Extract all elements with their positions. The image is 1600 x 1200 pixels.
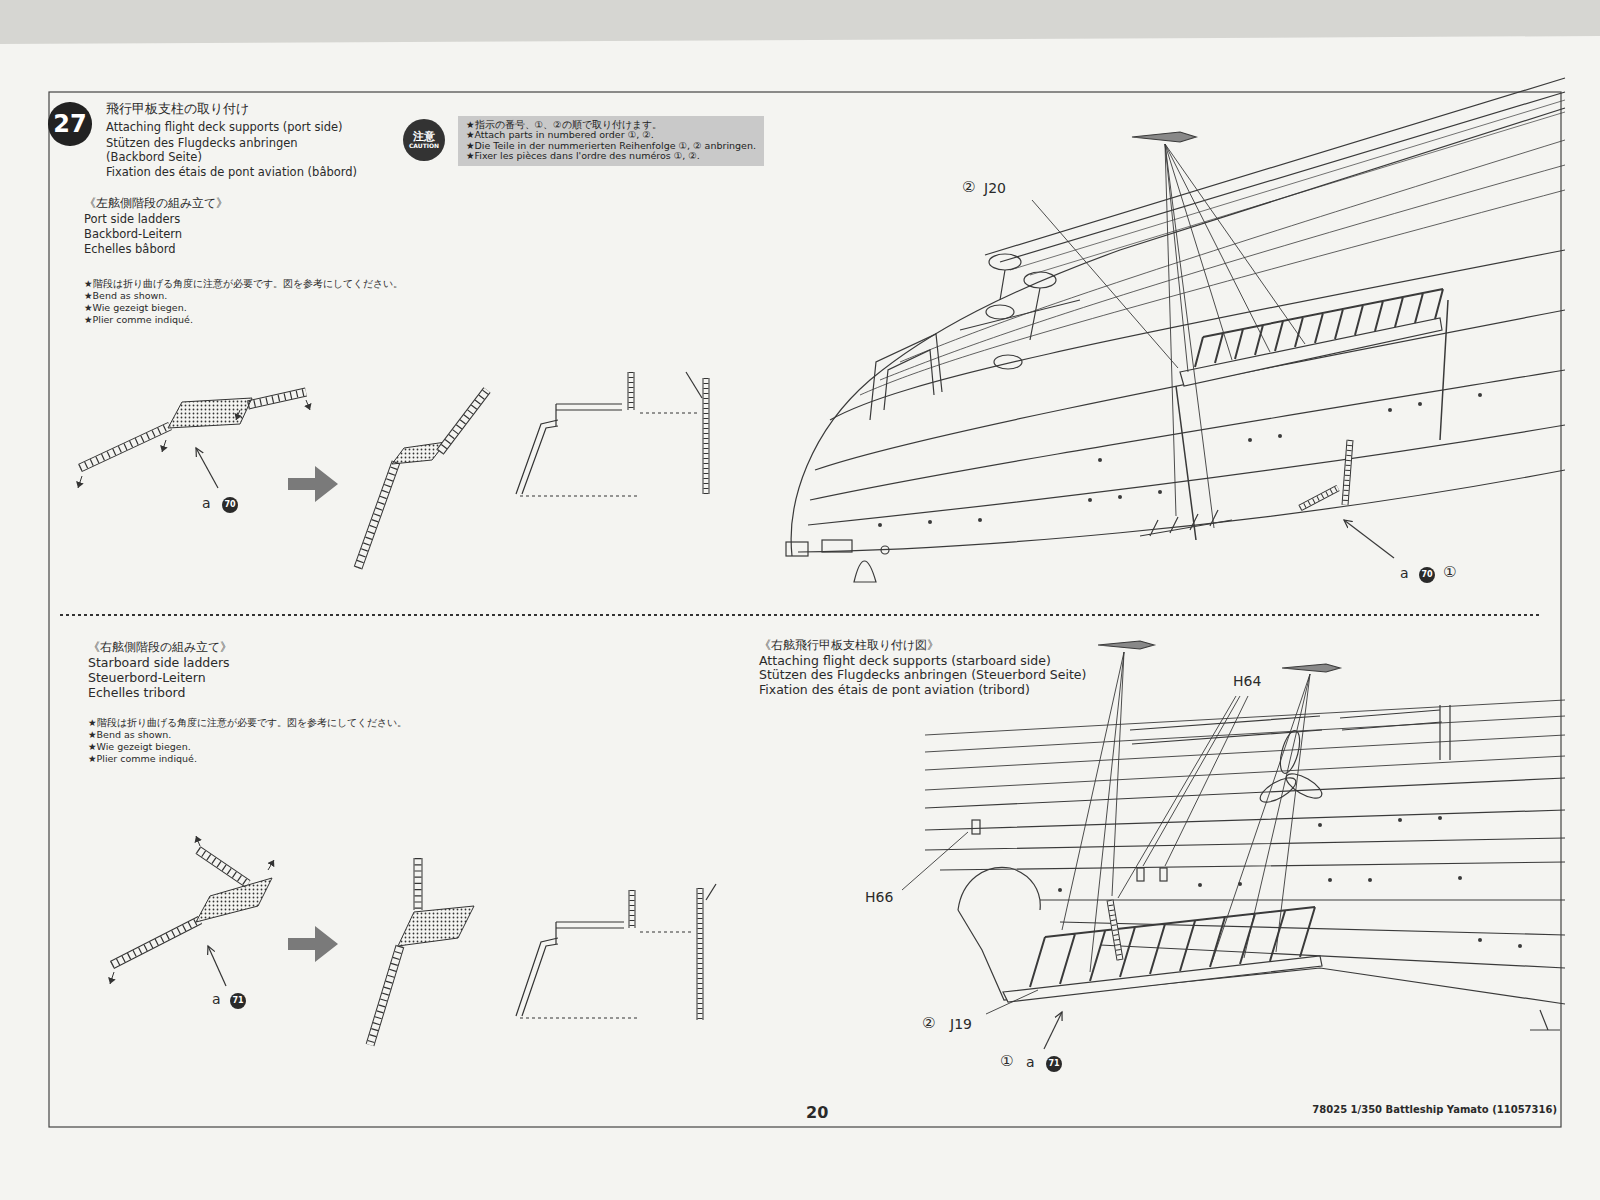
icon-text: 注意 [413, 131, 435, 143]
step-number: 27 [48, 102, 91, 145]
part-number: 71 [1046, 1056, 1062, 1072]
part-number: 70 [222, 497, 238, 513]
part-letter: a [202, 495, 211, 511]
part-number: 71 [230, 993, 246, 1009]
part-letter: a [212, 991, 221, 1007]
part-letter: a [1400, 565, 1409, 581]
page-number: 20 [806, 1104, 828, 1122]
order-number: ① [1000, 1053, 1013, 1070]
bend-note: ★Plier comme indiqué. [88, 754, 197, 765]
bend-note: ★Bend as shown. [88, 730, 171, 741]
section-heading: Steuerbord-Leitern [88, 671, 206, 685]
icon-text: 27 [53, 111, 86, 137]
section-heading: Stützen des Flugdecks anbringen (Steuerb… [759, 668, 1086, 682]
order-number: ② [962, 179, 975, 196]
bend-note: ★Bend as shown. [84, 291, 167, 302]
caution-note: ★Fixer les pièces dans l'ordre des numér… [466, 151, 700, 161]
bend-note: ★階段は折り曲げる角度に注意が必要です。図を参考にしてください。 [84, 279, 403, 290]
order-number: ① [1443, 564, 1456, 581]
section-heading: Port side ladders [84, 213, 180, 226]
step-title: Stützen des Flugdecks anbringen [106, 137, 298, 150]
section-heading: Starboard side ladders [88, 656, 230, 670]
caution-note: ★Attach parts in numbered order ①, ②. [466, 130, 654, 140]
caution-note: ★Die Teile in der nummerierten Reihenfol… [466, 141, 756, 151]
part-number: 70 [1419, 567, 1435, 583]
bend-note: ★Plier comme indiqué. [84, 315, 193, 326]
section-heading: Attaching flight deck supports (starboar… [759, 654, 1051, 668]
caution-box: ★指示の番号、①、②の順で取り付けます。★Attach parts in num… [458, 116, 764, 166]
step-title: 飛行甲板支柱の取り付け [106, 102, 249, 116]
bend-note: ★階段は折り曲げる角度に注意が必要です。図を参考にしてください。 [88, 718, 407, 729]
part-number: J20 [984, 180, 1006, 196]
product-code: 78025 1/350 Battleship Yamato (11057316) [1312, 1104, 1557, 1116]
bend-note: ★Wie gezeigt biegen. [84, 303, 187, 314]
step-title: Attaching flight deck supports (port sid… [106, 121, 343, 134]
part-number: H66 [865, 889, 893, 905]
caution-icon: 注意CAUTION [403, 119, 445, 161]
section-heading: Echelles bâbord [84, 243, 176, 256]
section-heading: 《右舷飛行甲板支柱取り付け図》 [759, 639, 939, 653]
caution-note: ★指示の番号、①、②の順で取り付けます。 [466, 120, 662, 130]
section-heading: Echelles tribord [88, 686, 185, 700]
part-number: H64 [1233, 673, 1261, 689]
section-heading: 《右舷側階段の組み立て》 [88, 641, 232, 655]
icon-text: CAUTION [409, 143, 439, 150]
part-number: J19 [950, 1016, 972, 1032]
order-number: ② [922, 1015, 935, 1032]
bend-note: ★Wie gezeigt biegen. [88, 742, 191, 753]
section-heading: 《左舷側階段の組み立て》 [84, 197, 228, 210]
step-title: (Backbord Seite) [106, 151, 202, 164]
section-heading: Backbord-Leitern [84, 228, 182, 241]
part-letter: a [1026, 1054, 1035, 1070]
step-title: Fixation des étais de pont aviation (bâb… [106, 166, 357, 179]
section-heading: Fixation des étais de pont aviation (tri… [759, 683, 1030, 697]
